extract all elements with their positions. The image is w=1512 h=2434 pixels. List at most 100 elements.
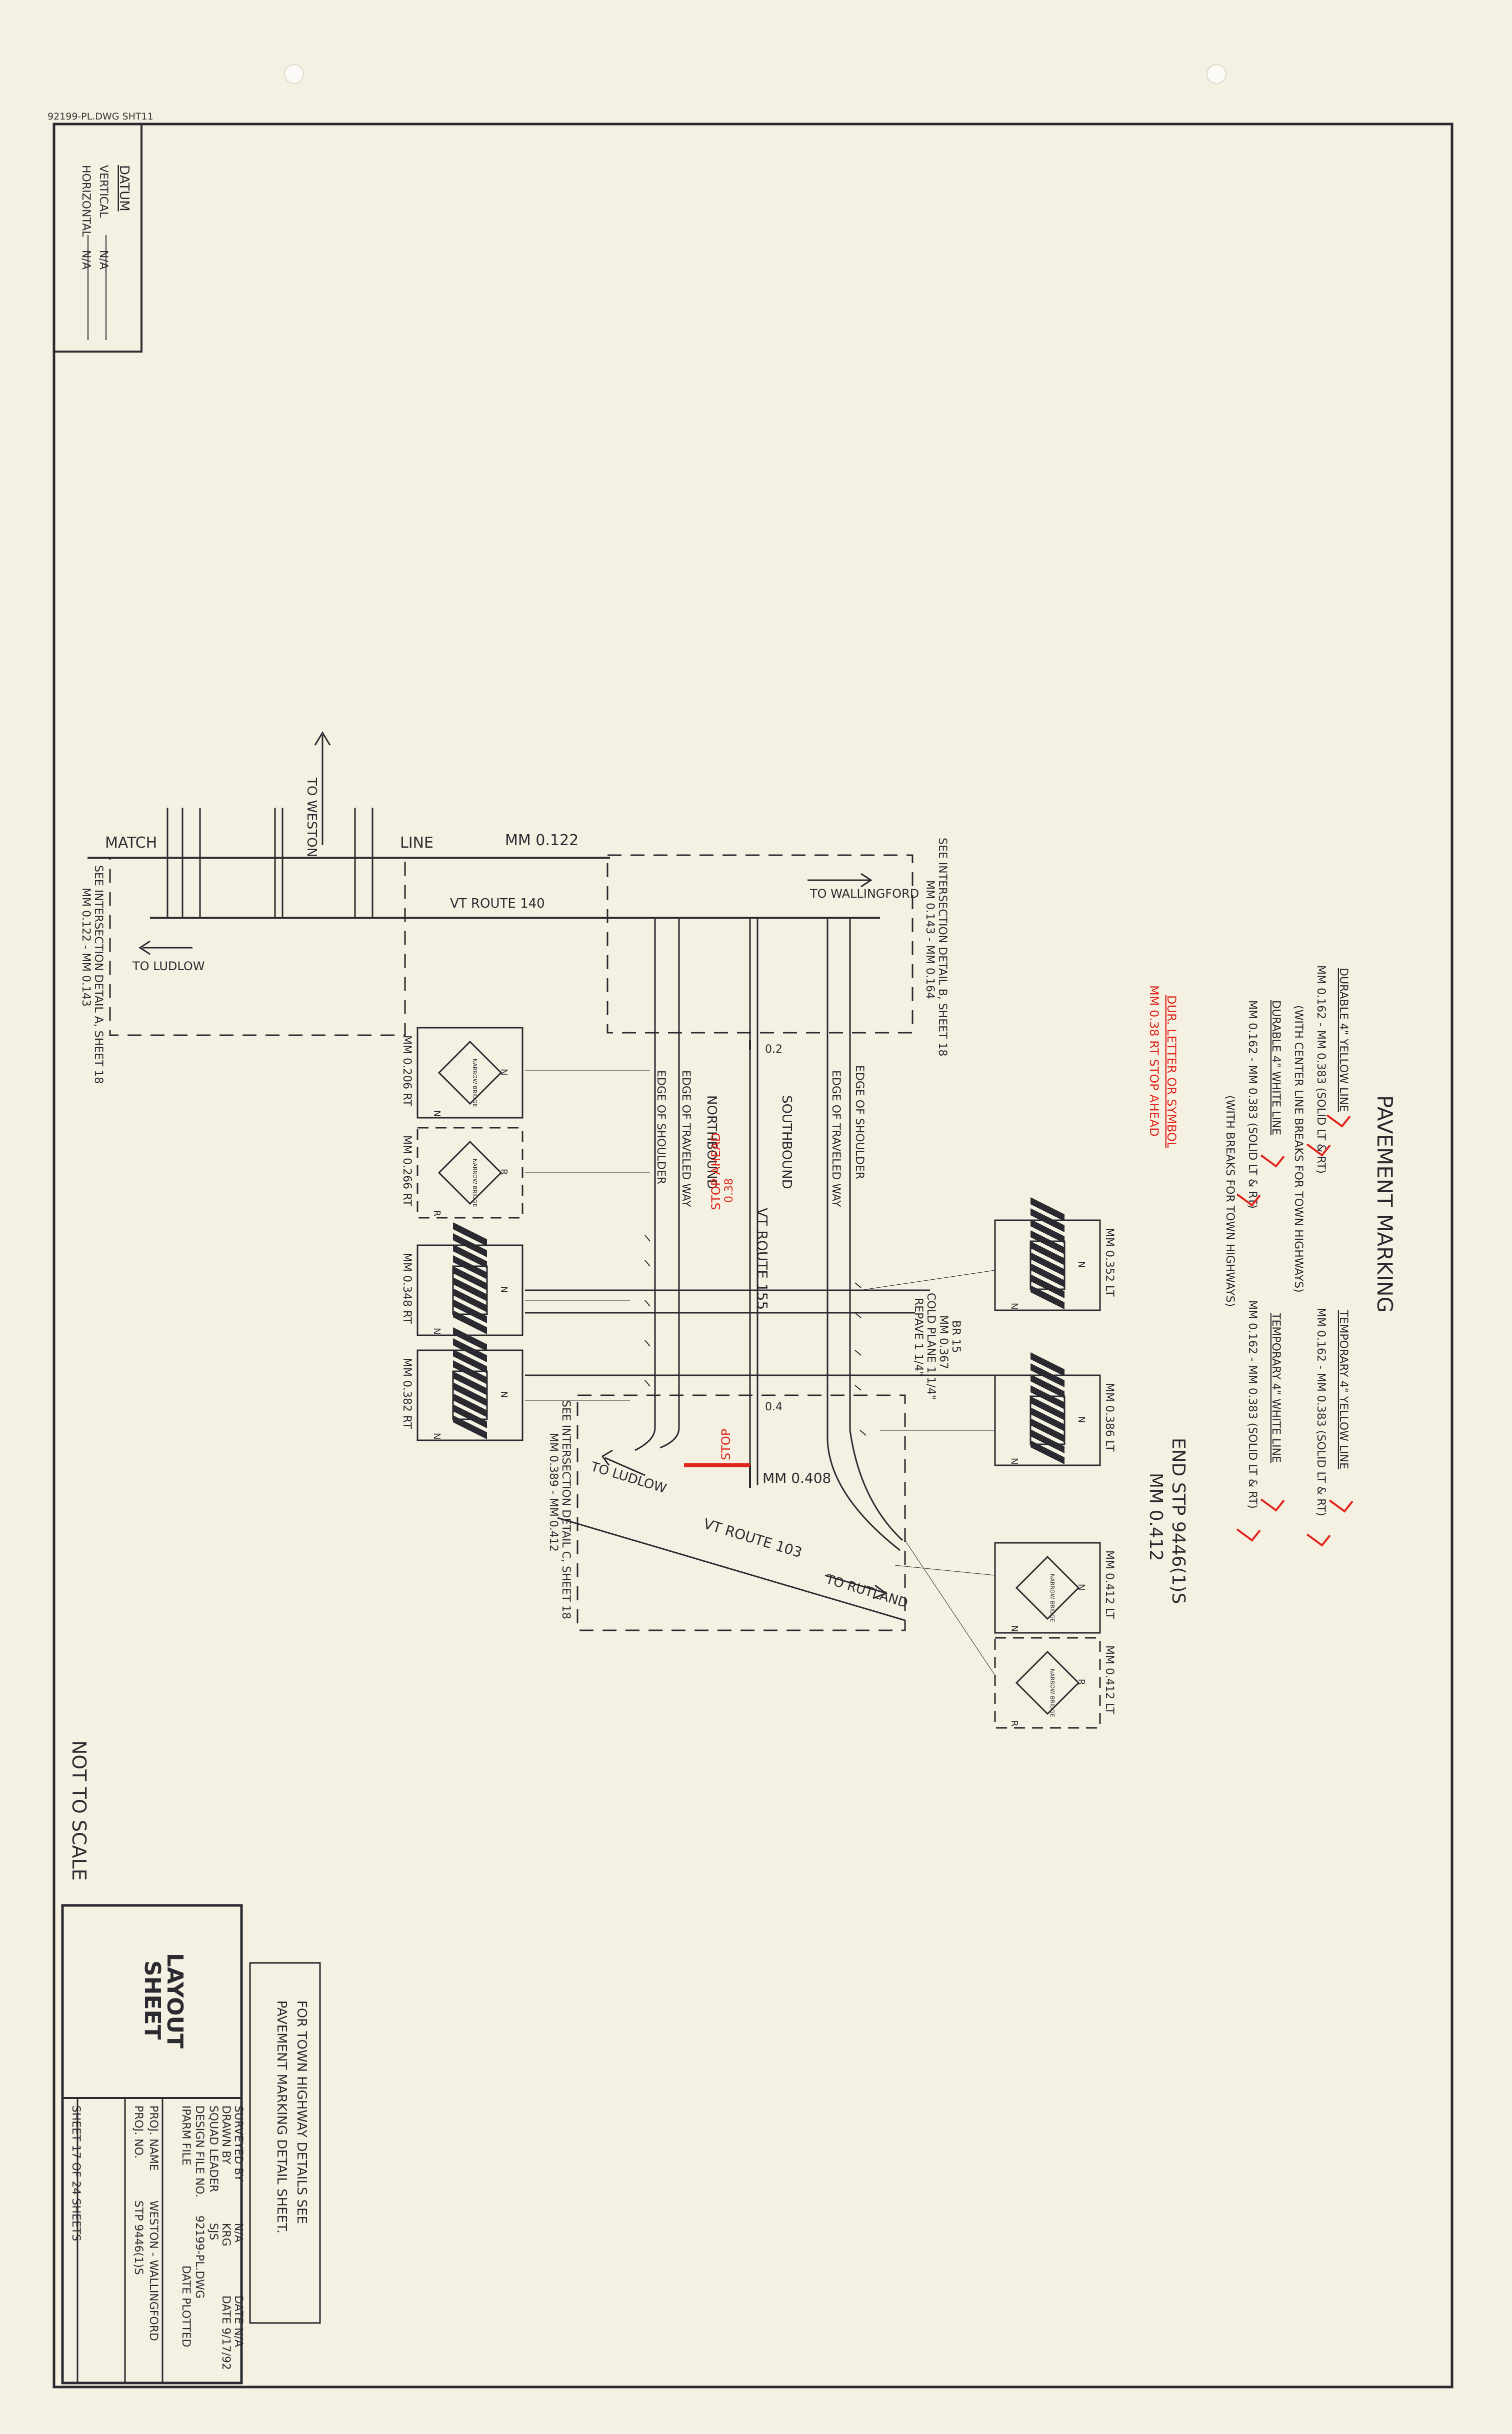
sign-dir-letter: N (498, 1391, 509, 1398)
squad-val: SJS (207, 2223, 220, 2240)
narrow-bridge-sign-icon (1015, 1650, 1080, 1715)
narrow-bridge-sign-icon (438, 1140, 502, 1205)
label-match: MATCH (105, 834, 157, 852)
sign-label: MM 0.386 LT (1103, 1383, 1116, 1452)
sign-dir-letter: N (1076, 1416, 1086, 1423)
sign-label: MM 0.206 RT (400, 1035, 413, 1107)
label-detail-a1: SEE INTERSECTION DETAIL A, SHEET 18 (92, 865, 104, 1084)
legend-temp-white: TEMPORARY 4" WHITE LINE (1270, 1312, 1282, 1463)
datum-horizontal-value: N/A (80, 250, 92, 270)
legend-durable-yellow: DURABLE 4" YELLOW LINE (1337, 968, 1350, 1112)
label-edge-traveled-right: EDGE OF TRAVELED WAY (830, 1070, 842, 1207)
narrow-bridge-text: NARROW BRIDGE (1049, 1574, 1056, 1622)
label-to-wallingford: TO WALLINGFORD (810, 887, 919, 901)
narrow-bridge-sign-icon (1015, 1555, 1080, 1620)
sign-dir-letter: N (432, 1433, 442, 1439)
sign-panel: N N MM 0.382 RT (400, 1327, 524, 1441)
legend-temp-yellow: TEMPORARY 4" YELLOW LINE (1337, 1310, 1350, 1469)
label-detail-b1: SEE INTERSECTION DETAIL B, SHEET 18 (936, 838, 948, 1056)
label-edge-shoulder-right: EDGE OF SHOULDER (853, 1065, 866, 1179)
label-mm-0408: MM 0.408 (762, 1470, 831, 1486)
label-line: LINE (400, 834, 434, 852)
right-signs: N N MM 0.352 LT N N MM 0.386 LT NARROW BRIDGEN… (994, 1197, 1116, 1729)
design-val: 92199-PL.DWG (193, 2215, 206, 2298)
legend-durable-yellow-range: MM 0.162 - MM 0.383 (SOLID LT & RT) (1314, 965, 1327, 1174)
title-sheet: SHEET (140, 1960, 165, 2040)
sign-dir-letter: N (1009, 1625, 1020, 1632)
object-marker-icon (1030, 1197, 1066, 1309)
datum-vertical-label: VERTICAL (97, 165, 110, 218)
label-mark-04: 0.4 (765, 1401, 782, 1413)
datum-title: DATUM (116, 165, 132, 212)
label-edge-shoulder-left: EDGE OF SHOULDER (654, 1070, 667, 1184)
ipark-file: IPARM FILE (180, 2105, 192, 2165)
label-to-weston: TO WESTON (304, 777, 319, 857)
datum-vertical-value: N/A (97, 250, 110, 270)
datum-horizontal-label: HORIZONTAL (80, 165, 92, 237)
punch-hole-right (1206, 64, 1226, 84)
note-line-2: PAVEMENT MARKING DETAIL SHEET. (274, 2000, 289, 2233)
squad-leader: SQUAD LEADER (207, 2105, 220, 2192)
file-id: 92199-PL.DWG SHT11 (48, 111, 154, 122)
label-br15-3: COLD PLANE 1 1/4" (924, 1293, 937, 1400)
date-plotted: DATE PLOTTED (180, 2265, 192, 2347)
title-block: LAYOUT SHEET SURVEYED BY N/A DATE N/A DR… (61, 1904, 244, 2384)
road-plan (88, 731, 996, 1676)
drawn-date: DATE 9/17/92 (220, 2295, 232, 2370)
label-red-mm: 0.38 (723, 1178, 736, 1203)
sign-dir-letter: R (432, 1210, 442, 1217)
drawn-by: DRAWN BY (220, 2105, 232, 2164)
label-vt-route-140: VT ROUTE 140 (450, 896, 545, 911)
sign-dir-letter: N (1076, 1584, 1086, 1590)
legend-durable-white-range: MM 0.162 - MM 0.383 (SOLID LT & RT) (1246, 1000, 1258, 1209)
label-vt-route-155: VT ROUTE 155 (754, 1208, 770, 1310)
note-box: FOR TOWN HIGHWAY DETAILS SEE PAVEMENT MA… (249, 1962, 321, 2324)
narrow-bridge-text: NARROW BRIDGE (472, 1159, 478, 1207)
sign-dir-letter: R (498, 1169, 509, 1175)
sign-dir-letter: N (1009, 1303, 1020, 1309)
sign-panel: N N MM 0.348 RT (400, 1222, 524, 1336)
legend-durable-yellow-note: (WITH CENTER LINE BREAKS FOR TOWN HIGHWA… (1292, 1005, 1304, 1293)
narrow-bridge-sign-icon (438, 1040, 502, 1105)
legend-handwritten-1: DUR. LETTER OR SYMBOL (1164, 995, 1178, 1149)
label-southbound: SOUTHBOUND (779, 1095, 794, 1189)
legend-handwritten-2: MM 0.38 RT STOP AHEAD (1147, 985, 1161, 1137)
sign-dir-letter: N (432, 1110, 442, 1117)
object-marker-icon (1030, 1352, 1066, 1464)
sign-label: MM 0.382 RT (400, 1358, 413, 1429)
label-br15-4: REPAVE 1 1/4" (912, 1298, 924, 1376)
sign-label: MM 0.352 LT (1103, 1228, 1116, 1297)
legend-temp-yellow-range: MM 0.162 - MM 0.383 (SOLID LT & RT) (1314, 1308, 1327, 1516)
sign-panel: NARROW BRIDGE N N MM 0.412 LT (994, 1542, 1116, 1634)
label-to-ludlow-top: TO LUDLOW (132, 959, 205, 973)
sign-dir-letter: N (432, 1328, 442, 1334)
label-detail-a2: MM 0.122 - MM 0.143 (80, 888, 92, 1007)
title-layout: LAYOUT (162, 1953, 188, 2048)
legend-durable-white-note: (WITH BREAKS FOR TOWN HIGHWAYS) (1224, 1095, 1236, 1307)
plan-labels: TO WESTON MATCH LINE MM 0.122 VT ROUTE 1… (80, 777, 1188, 1619)
surveyed-val: N/A (232, 2223, 244, 2242)
sign-dir-letter: N (498, 1069, 509, 1075)
label-detail-b2: MM 0.143 - MM 0.164 (924, 880, 936, 999)
drawn-val: KRG (220, 2223, 232, 2246)
proj-no: PROJ. NO. (132, 2105, 144, 2158)
object-marker-icon (452, 1327, 488, 1439)
surveyed-date: DATE N/A (232, 2295, 244, 2347)
sign-label: MM 0.348 RT (400, 1253, 413, 1324)
proj-no-val: STP 9446(1)S (132, 2200, 144, 2275)
legend-title: PAVEMENT MARKING (1372, 1095, 1397, 1313)
sign-label: MM 0.412 LT (1103, 1550, 1116, 1619)
legend-temp-white-range: MM 0.162 - MM 0.383 (SOLID LT & RT) (1246, 1300, 1258, 1509)
label-br15-2: MM 0.367 (937, 1315, 950, 1369)
sign-dir-letter: N (498, 1286, 509, 1293)
label-to-rutland: TO RUTLAND (824, 1572, 910, 1611)
datum-block: DATUM VERTICAL N/A HORIZONTAL N/A (53, 123, 142, 353)
design-file: DESIGN FILE NO. (193, 2105, 206, 2197)
label-red-stop: STOP (719, 1429, 733, 1460)
label-detail-c2: MM 0.389 - MM 0.412 (547, 1433, 560, 1552)
label-northbound: NORTHBOUND (704, 1095, 719, 1189)
